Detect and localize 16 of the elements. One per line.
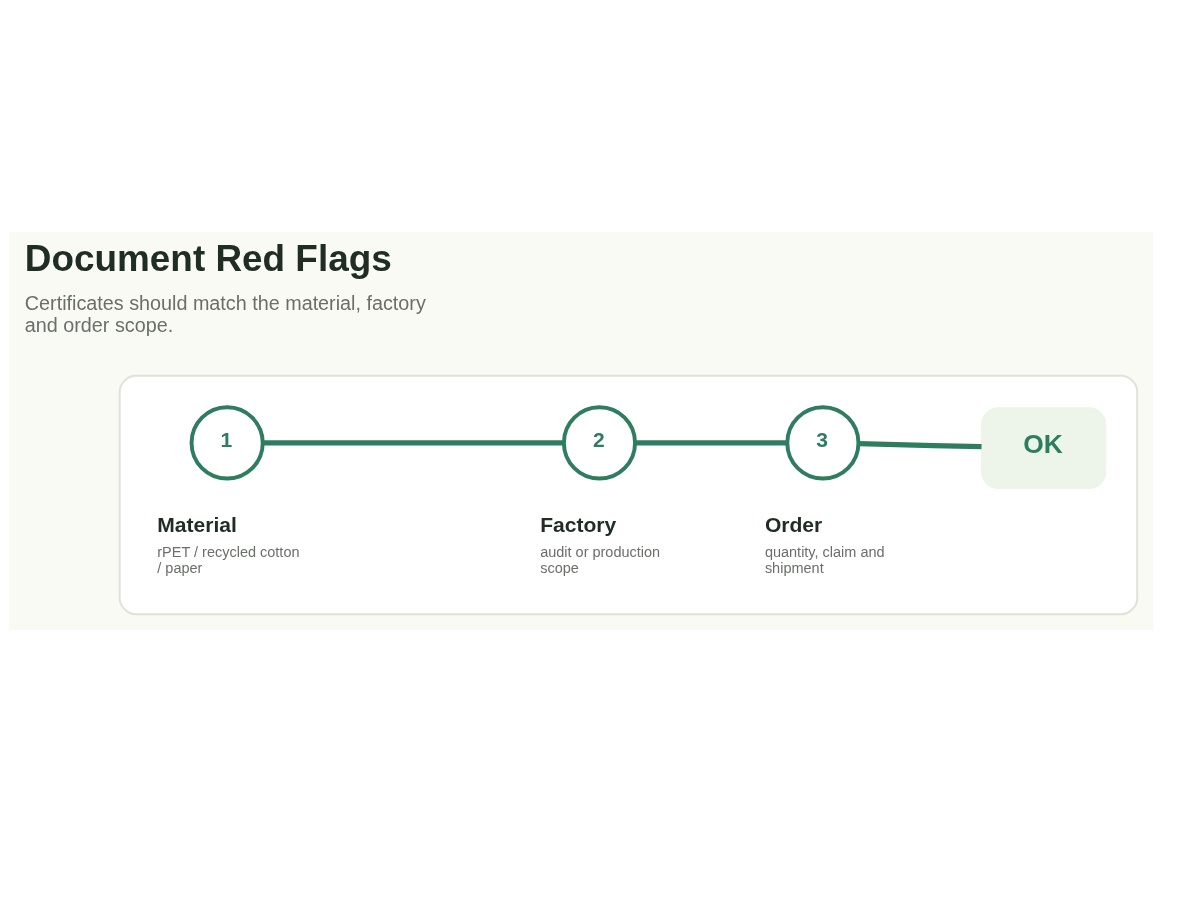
connector — [262, 440, 564, 446]
label: Certificates should match the material, factory and order scope. — [24, 291, 426, 337]
cluster — [118, 374, 1139, 616]
connector — [635, 440, 787, 446]
node-label: Factory — [540, 513, 617, 537]
node-label: Material — [157, 513, 237, 537]
node-label: Order — [764, 513, 823, 537]
diagram-title: Document Red Flags — [24, 237, 392, 279]
node-label: rPET / recycled cotton / paper — [157, 544, 300, 577]
node-label: quantity, claim and shipment — [764, 544, 885, 577]
connector — [858, 441, 982, 450]
node-circle: 1 — [189, 405, 265, 481]
node-circle: 3 — [785, 405, 861, 481]
node-label: audit or production scope — [540, 544, 661, 577]
node-box: OK — [981, 407, 1107, 489]
node-circle: 2 — [561, 405, 638, 481]
